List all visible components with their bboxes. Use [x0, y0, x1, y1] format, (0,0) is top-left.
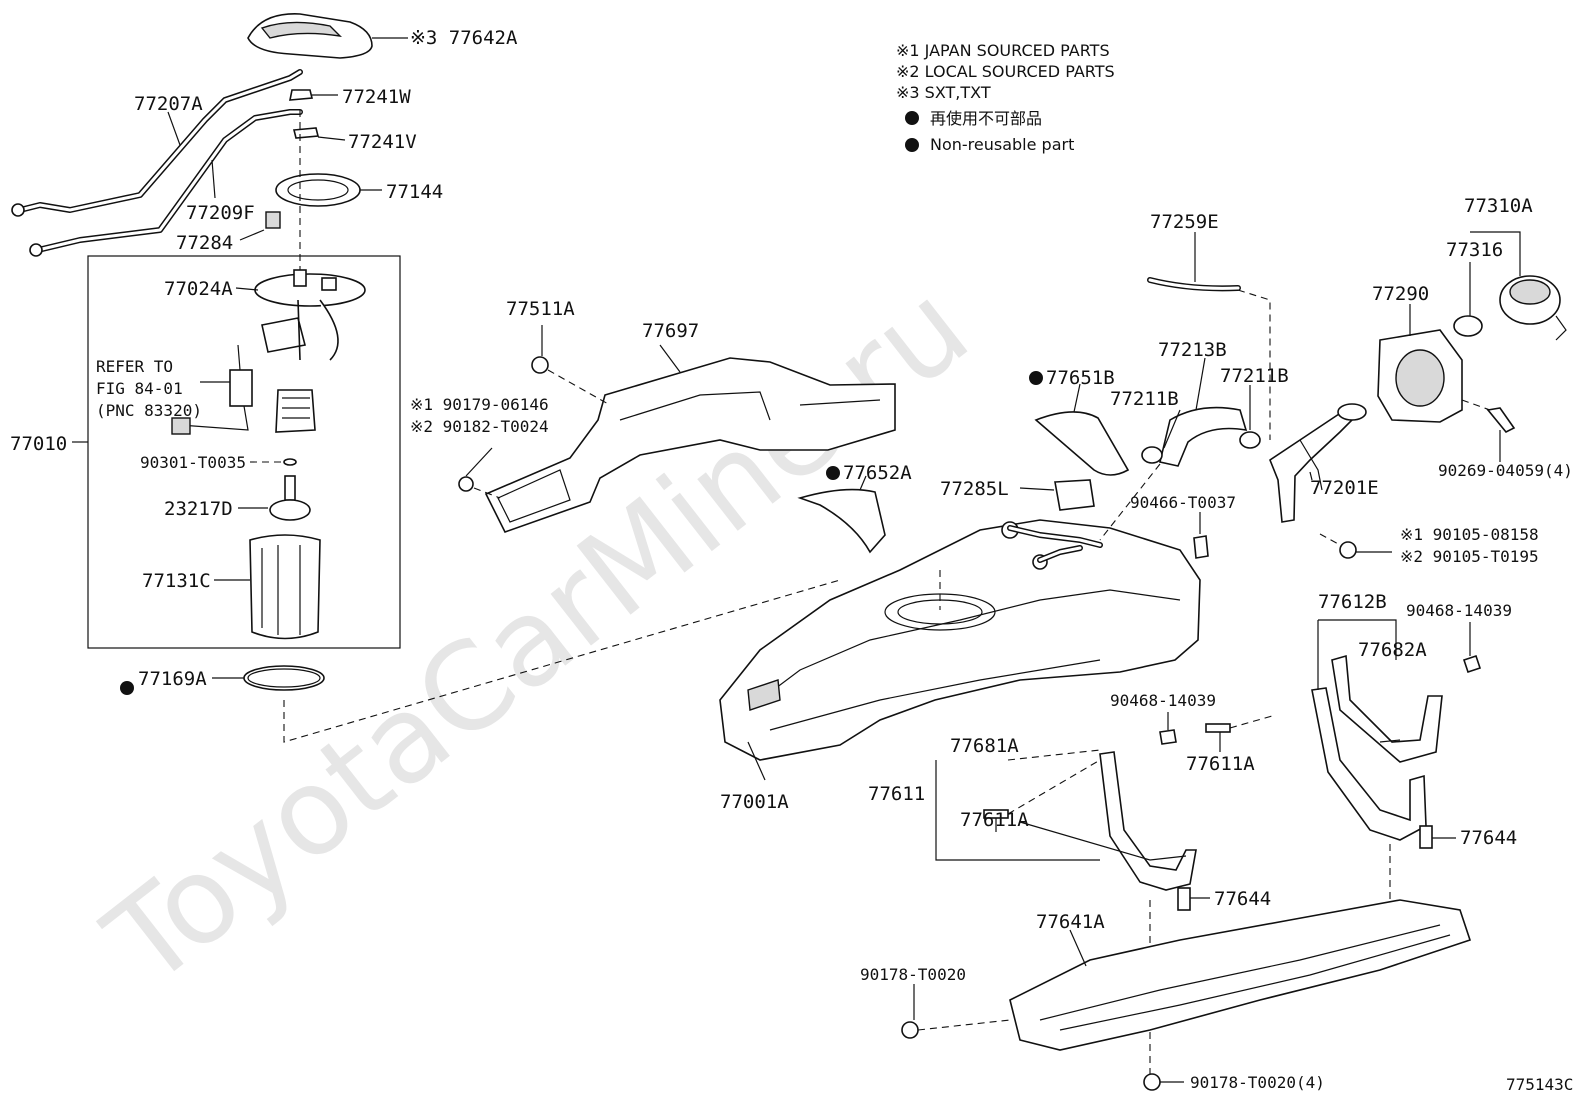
label-90468-a: 90468-14039: [1406, 601, 1512, 620]
part-90468-bolts: [1159, 622, 1482, 745]
label-90182: ※2 90182-T0024: [410, 417, 549, 436]
label-77259E: 77259E: [1150, 211, 1219, 233]
label-77144: 77144: [386, 181, 443, 203]
label-77682A: 77682A: [1358, 639, 1427, 661]
label-77001A: 77001A: [720, 791, 789, 813]
label-77010: 77010: [10, 433, 67, 455]
label-90468-b: 90468-14039: [1110, 691, 1216, 710]
label-77131C: 77131C: [142, 570, 211, 592]
nonreusable-bullet-77651B: [1029, 371, 1043, 385]
nonreusable-bullet-77652A: [826, 466, 840, 480]
nonreusable-bullet-jp: [905, 111, 919, 125]
part-77644-bolts: [1149, 825, 1456, 1080]
label-77241V: 77241V: [348, 131, 417, 153]
part-77641A-cover: [1009, 899, 1472, 1051]
part-filter: [275, 389, 316, 433]
part-77290-housing: [1377, 304, 1491, 423]
part-77284: [239, 211, 281, 241]
assembly-77010-box: [72, 255, 401, 649]
note-local: ※2 LOCAL SOURCED PARTS: [896, 62, 1115, 81]
part-77652A-pad: [797, 475, 886, 554]
part-77697-shield: [484, 344, 896, 533]
part-77131C: [214, 534, 321, 640]
part-clips: [289, 89, 346, 141]
part-90179-bolt: [458, 447, 501, 499]
label-77652A: 77652A: [843, 462, 912, 484]
part-fuel-lines: [11, 69, 303, 257]
label-77642A: ※3 77642A: [410, 27, 518, 49]
label-77310A: 77310A: [1464, 195, 1533, 217]
part-77612B-strap: [1311, 619, 1443, 841]
label-90105: ※1 90105-08158: [1400, 525, 1539, 544]
part-90178-nuts: [901, 984, 1184, 1091]
part-77511A-clip: [531, 325, 611, 406]
label-77611: 77611: [868, 783, 925, 805]
part-77211B-clamps: [1141, 385, 1261, 464]
label-90179: ※1 90179-06146: [410, 395, 549, 414]
label-77611A-a: 77611A: [1186, 753, 1255, 775]
label-77201E: 77201E: [1310, 477, 1379, 499]
label-77209F: 77209F: [186, 202, 255, 224]
part-90105-bolt: [1319, 533, 1392, 559]
figure-code: 775143C: [1506, 1075, 1573, 1094]
part-sender-gauge: [171, 344, 253, 435]
label-77612B: 77612B: [1318, 591, 1387, 613]
label-77644-a: 77644: [1460, 827, 1517, 849]
part-90301-oring: [250, 458, 297, 466]
refer-line2: FIG 84-01: [96, 379, 183, 398]
label-77316: 77316: [1446, 239, 1503, 261]
part-90269-screw: [1486, 407, 1516, 462]
label-90466: 90466-T0037: [1130, 493, 1236, 512]
part-77310A-cap: [1470, 231, 1567, 341]
label-77644-b: 77644: [1214, 888, 1271, 910]
label-77511A: 77511A: [506, 298, 575, 320]
part-23217D: [238, 475, 311, 521]
label-77169A: 77169A: [138, 668, 207, 690]
label-90178-b: 90178-T0020(4): [1190, 1073, 1325, 1092]
part-77259E-hose: [1147, 232, 1271, 440]
label-77285L: 77285L: [940, 478, 1009, 500]
part-77201E-pipe: [1269, 403, 1367, 523]
label-77284: 77284: [176, 232, 233, 254]
note-japan: ※1 JAPAN SOURCED PARTS: [896, 41, 1110, 60]
label-77651B: 77651B: [1046, 367, 1115, 389]
label-90105b: ※2 90105-T0195: [1400, 547, 1539, 566]
part-77642A: [247, 13, 408, 59]
part-77285L-bracket: [1019, 479, 1095, 511]
part-77651B-pad: [1034, 383, 1130, 476]
label-77024A: 77024A: [164, 278, 233, 300]
nonreusable-bullet-en: [905, 138, 919, 152]
note-sxt: ※3 SXT,TXT: [896, 83, 991, 102]
part-tank-tubes: [1007, 525, 1103, 563]
label-77213B: 77213B: [1158, 339, 1227, 361]
part-77611A-bolts: [983, 715, 1273, 832]
label-90178-a: 90178-T0020: [860, 965, 966, 984]
label-23217D: 23217D: [164, 498, 233, 520]
part-77681A-strap: [935, 751, 1197, 891]
label-77211B-b: 77211B: [1220, 365, 1289, 387]
note-nonreusable-en: Non-reusable part: [930, 135, 1074, 154]
label-77611A-b: 77611A: [960, 809, 1029, 831]
part-77024A: [235, 269, 366, 361]
note-nonreusable-jp: 再使用不可部品: [930, 109, 1042, 128]
label-77697: 77697: [642, 320, 699, 342]
label-77290: 77290: [1372, 283, 1429, 305]
part-90466-clip: [1193, 512, 1209, 559]
label-77211B-a: 77211B: [1110, 388, 1179, 410]
label-90301: 90301-T0035: [140, 453, 246, 472]
label-77681A: 77681A: [950, 735, 1019, 757]
part-77213B-hose: [1099, 357, 1248, 541]
part-77169A: [212, 579, 841, 743]
nonreusable-bullet-77169A: [120, 681, 134, 695]
part-77144-ring: [275, 173, 382, 207]
label-77241W: 77241W: [342, 86, 411, 108]
refer-line3: (PNC 83320): [96, 401, 202, 420]
label-77641A: 77641A: [1036, 911, 1105, 933]
part-77316-gasket: [1453, 262, 1483, 337]
refer-line1: REFER TO: [96, 357, 173, 376]
label-77207A: 77207A: [134, 93, 203, 115]
label-90269: 90269-04059(4): [1438, 461, 1573, 480]
